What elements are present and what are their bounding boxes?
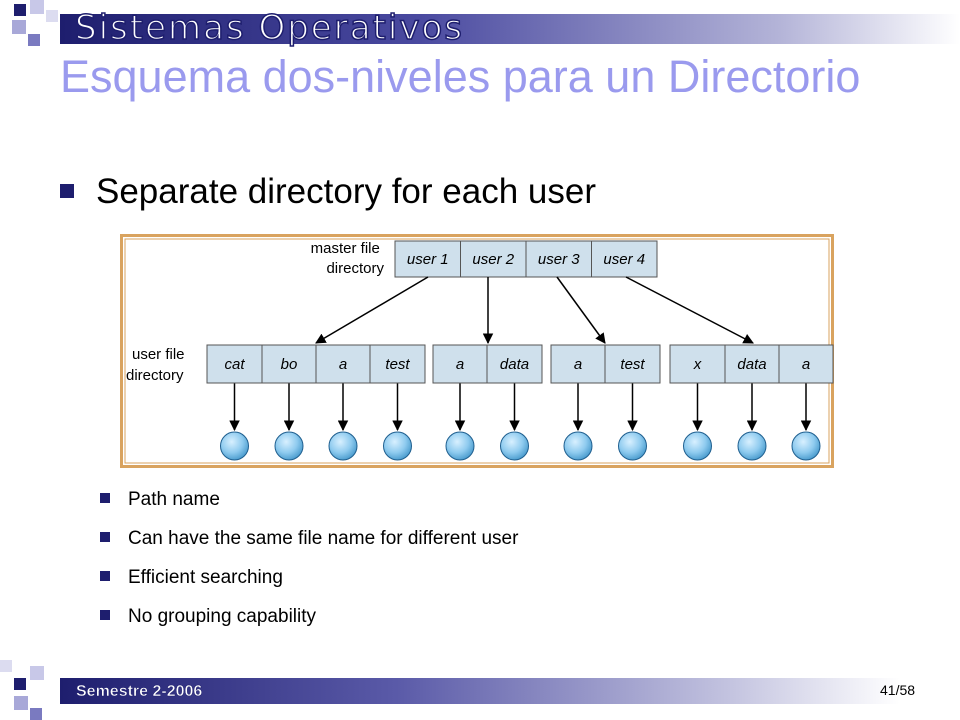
directory-pointers	[229, 276, 812, 432]
master-directory-label: master file directory	[311, 240, 385, 277]
master-directory-cell	[591, 240, 658, 278]
file-node	[791, 431, 821, 461]
master-directory-cell-label: user 2	[472, 251, 514, 268]
main-bullet: Separate directory for each user	[60, 172, 596, 212]
bullet-square-icon	[100, 492, 110, 503]
user-directory-pointer-arrow	[315, 276, 429, 344]
master-directory-cell-label: user 1	[407, 251, 449, 268]
footer-bar	[60, 678, 900, 704]
user-directory-cell-label: test	[385, 356, 410, 373]
user-directory-cell-label: cat	[224, 356, 245, 373]
master-directory-cell	[525, 240, 592, 278]
user-directory-label: user file directory	[126, 346, 189, 384]
corner-square-decoration	[30, 666, 44, 680]
bullet-square-icon	[60, 183, 74, 198]
user-directory-cell	[724, 344, 780, 384]
file-node	[683, 431, 712, 461]
file-node	[274, 431, 304, 461]
corner-square-decoration	[30, 0, 44, 14]
corner-square-decoration	[14, 696, 28, 710]
user-directory-cell	[778, 344, 834, 384]
corner-square-decoration	[12, 20, 26, 34]
user-directory-cell-label: a	[339, 356, 347, 373]
list-item: Can have the same file name for differen…	[100, 527, 518, 566]
user-directory-cell-label: data	[737, 356, 766, 373]
file-node	[618, 431, 647, 461]
file-node	[383, 431, 412, 461]
user-file-directories: cat bo a test a data a test x data a	[206, 344, 834, 384]
master-directory-cell	[394, 240, 461, 278]
file-node	[500, 431, 529, 461]
user-directory-cell-label: bo	[281, 356, 298, 373]
footer-semester: Semestre 2-2006	[76, 683, 203, 701]
user-directory-cell	[432, 344, 488, 384]
user-directory-cell	[206, 344, 263, 384]
corner-square-decoration	[14, 678, 26, 690]
list-item: Path name	[100, 488, 518, 527]
file-node	[445, 431, 475, 461]
corner-square-decoration	[14, 4, 26, 16]
file-node	[328, 431, 358, 461]
user-directory-cell	[486, 344, 543, 384]
user-directory-cell	[369, 344, 426, 384]
corner-square-decoration	[30, 708, 42, 720]
bullet-square-icon	[100, 531, 110, 542]
user-directory-cell-label: a	[456, 356, 464, 373]
user-directory-cell	[315, 344, 371, 384]
master-directory-cell-label: user 3	[538, 251, 580, 268]
slide-title: Esquema dos-niveles para un Directorio	[60, 51, 861, 102]
user-directory-cell-label: a	[802, 356, 810, 373]
file-node	[737, 431, 767, 461]
user-directory-cell-label: test	[620, 356, 645, 373]
user-directory-cell-label: x	[693, 356, 702, 373]
main-bullet-text: Separate directory for each user	[96, 172, 596, 211]
user-directory-cell-label: a	[574, 356, 582, 373]
list-item: No grouping capability	[100, 605, 518, 644]
sub-bullet-list: Path name Can have the same file name fo…	[100, 488, 518, 644]
user-directory-cell-label: data	[500, 356, 529, 373]
bullet-square-icon	[100, 570, 110, 581]
corner-square-decoration	[28, 34, 40, 46]
user-directory-cell	[669, 344, 726, 384]
file-nodes	[220, 431, 821, 461]
file-node	[563, 431, 593, 461]
page-number: 41/58	[880, 682, 916, 698]
bullet-square-icon	[100, 609, 110, 620]
two-level-directory-diagram: master file directory user file director…	[120, 234, 834, 468]
master-file-directory: user 1 user 2 user 3 user 4	[394, 240, 658, 278]
user-directory-pointer-arrow	[625, 276, 754, 344]
master-directory-cell-label: user 4	[603, 251, 645, 268]
list-item: Efficient searching	[100, 566, 518, 605]
user-directory-pointer-arrow	[556, 276, 606, 344]
corner-square-decoration	[0, 660, 12, 672]
user-directory-cell	[261, 344, 317, 384]
user-directory-cell	[604, 344, 661, 384]
course-title: Sistemas Operativos	[74, 7, 464, 49]
user-directory-cell	[550, 344, 606, 384]
file-node	[220, 431, 249, 461]
header-bar	[60, 14, 960, 44]
corner-square-decoration	[46, 10, 58, 22]
